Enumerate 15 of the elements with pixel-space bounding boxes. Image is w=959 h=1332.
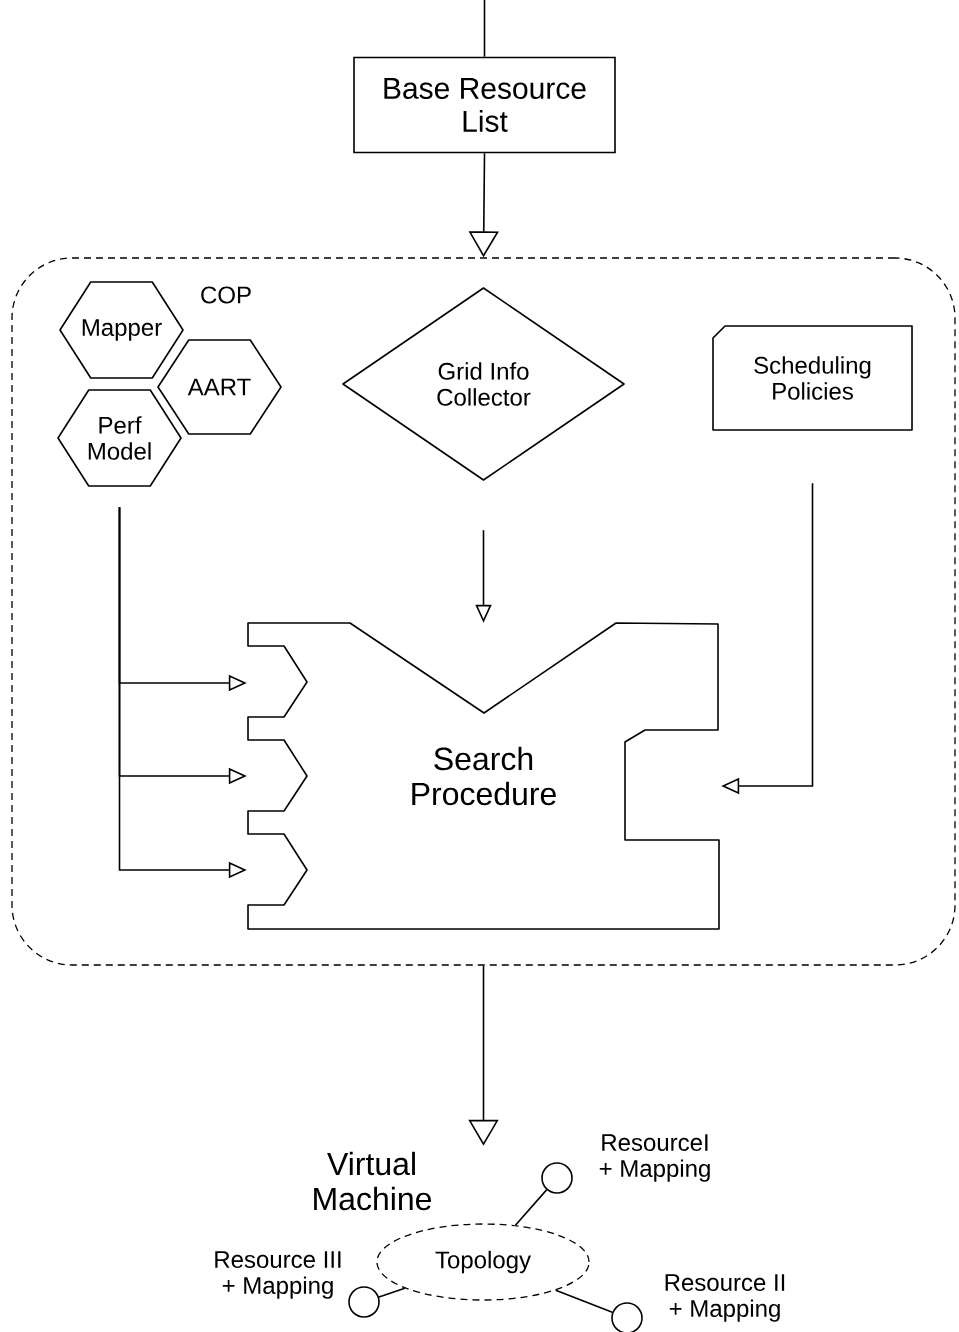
group-label: COP (201, 286, 251, 304)
resource-label: Resource III + Mapping (215, 1251, 341, 1299)
dashed-container (11, 257, 956, 966)
connector-line (378, 1287, 406, 1298)
resource-label: ResourceI + Mapping (599, 1134, 710, 1182)
node-label: Virtual Machine (314, 1151, 432, 1211)
resource-label: Resource II + Mapping (665, 1274, 785, 1322)
process-box: Base Resource List (353, 56, 616, 154)
hexagon: Mapper (59, 281, 184, 379)
policy-card: Scheduling Policies (712, 325, 913, 431)
connector-line (514, 1189, 548, 1226)
connector-line (554, 1289, 614, 1314)
hexagon: AART (157, 339, 282, 435)
connector-line (483, 0, 486, 58)
hexagon: Perf Model (57, 389, 182, 487)
